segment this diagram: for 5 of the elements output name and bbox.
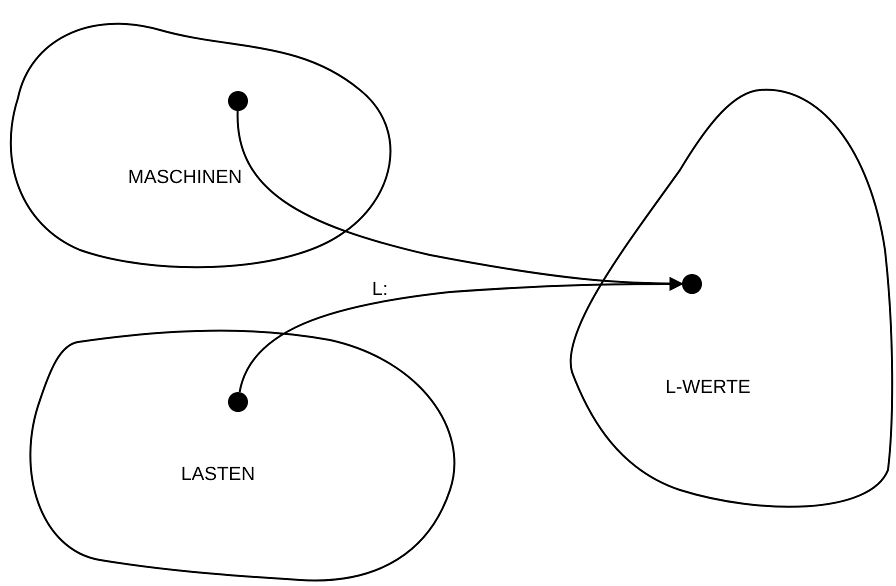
set-label: MASCHINEN: [128, 166, 242, 190]
mapping-arrow: [238, 277, 684, 392]
set-label: L-WERTE: [665, 376, 751, 400]
map-label: L:: [372, 278, 388, 302]
set-label: LASTEN: [181, 462, 255, 487]
